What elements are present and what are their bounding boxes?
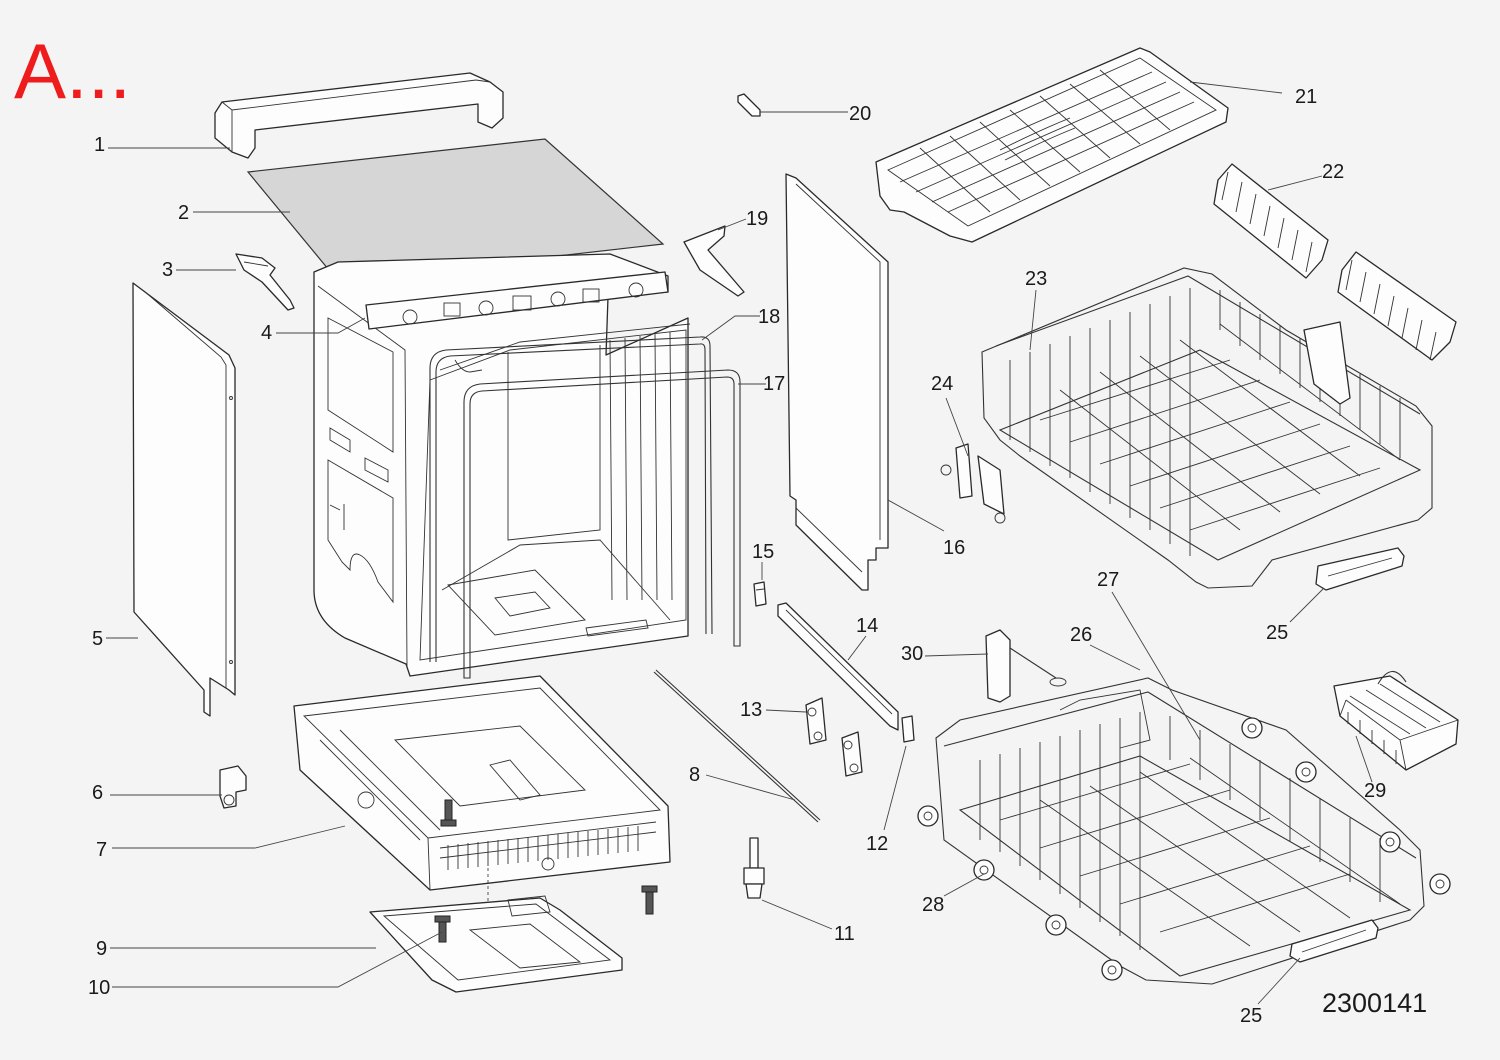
part-25-handle-lower — [1289, 919, 1379, 963]
callout-27: 27 — [1097, 569, 1119, 591]
callout-29: 29 — [1364, 780, 1386, 802]
part-29-cutlery-basket — [1333, 670, 1459, 771]
callout-30: 30 — [901, 643, 923, 665]
callout-28: 28 — [922, 894, 944, 916]
callout-25-upper: 25 — [1266, 622, 1288, 644]
callout-11: 11 — [834, 923, 855, 945]
callout-25-lower: 25 — [1240, 1005, 1262, 1027]
callout-3: 3 — [162, 259, 173, 281]
part-23-upper-basket — [981, 267, 1433, 589]
diagram-title: A... — [14, 27, 131, 115]
callout-23: 23 — [1025, 268, 1047, 290]
part-6-valve — [219, 765, 247, 809]
callout-14: 14 — [856, 615, 878, 637]
callout-labels: 1 2 3 4 5 6 7 8 9 10 11 12 13 14 15 16 1… — [88, 86, 1386, 1027]
part-17-inner-seal — [463, 369, 741, 679]
part-14-rail — [777, 602, 899, 731]
part-10-screw — [434, 915, 451, 943]
part-18-door-seal — [429, 336, 713, 662]
callout-13: 13 — [740, 699, 762, 721]
callout-9: 9 — [96, 938, 107, 960]
part-2-top-sheet — [246, 138, 665, 282]
part-11-foot — [743, 837, 765, 899]
part-20-clip — [737, 93, 761, 117]
callout-24: 24 — [931, 373, 953, 395]
part-26-lower-basket — [935, 677, 1425, 985]
callout-1: 1 — [94, 134, 105, 156]
part-3-bracket — [235, 253, 295, 311]
part-24-adjuster — [940, 443, 1006, 524]
part-16-door-panel — [785, 173, 889, 591]
part-28-wheels — [917, 717, 1451, 981]
part-1-top-frame — [214, 72, 504, 159]
callout-21: 21 — [1295, 86, 1317, 108]
leader-lines — [106, 81, 1373, 1005]
part-9-base-cover — [369, 895, 623, 993]
part-21-cutlery-tray — [875, 47, 1229, 243]
part-25-handle-upper — [1315, 547, 1405, 591]
part-13-hinge-plates — [805, 697, 863, 777]
part-22-tine-rows — [1213, 163, 1457, 361]
callout-8: 8 — [689, 764, 700, 786]
part-4-hinge-area — [454, 359, 483, 373]
callout-5: 5 — [92, 628, 103, 650]
cabinet-tub — [313, 253, 691, 677]
callout-4: 4 — [261, 322, 272, 344]
callout-22: 22 — [1322, 161, 1344, 183]
callout-18: 18 — [758, 306, 780, 328]
callout-6: 6 — [92, 782, 103, 804]
part-19-bracket — [683, 225, 745, 297]
callout-20: 20 — [849, 103, 871, 125]
part-12-clip — [901, 715, 915, 743]
part-8-rod — [653, 669, 821, 823]
callout-12: 12 — [866, 833, 888, 855]
part-30-holder — [985, 629, 1067, 703]
part-5-side-panel — [132, 282, 236, 717]
callout-7: 7 — [96, 839, 107, 861]
callout-15: 15 — [752, 541, 774, 563]
part-15-clip — [753, 581, 767, 607]
callout-10: 10 — [88, 977, 110, 999]
callout-19: 19 — [746, 208, 768, 230]
part-7-base-tray — [293, 675, 671, 891]
tray-screws — [440, 799, 658, 925]
callout-2: 2 — [178, 202, 189, 224]
callout-17: 17 — [763, 373, 785, 395]
callout-26: 26 — [1070, 624, 1092, 646]
drawing-code: 2300141 — [1322, 988, 1427, 1018]
callout-16: 16 — [943, 537, 965, 559]
